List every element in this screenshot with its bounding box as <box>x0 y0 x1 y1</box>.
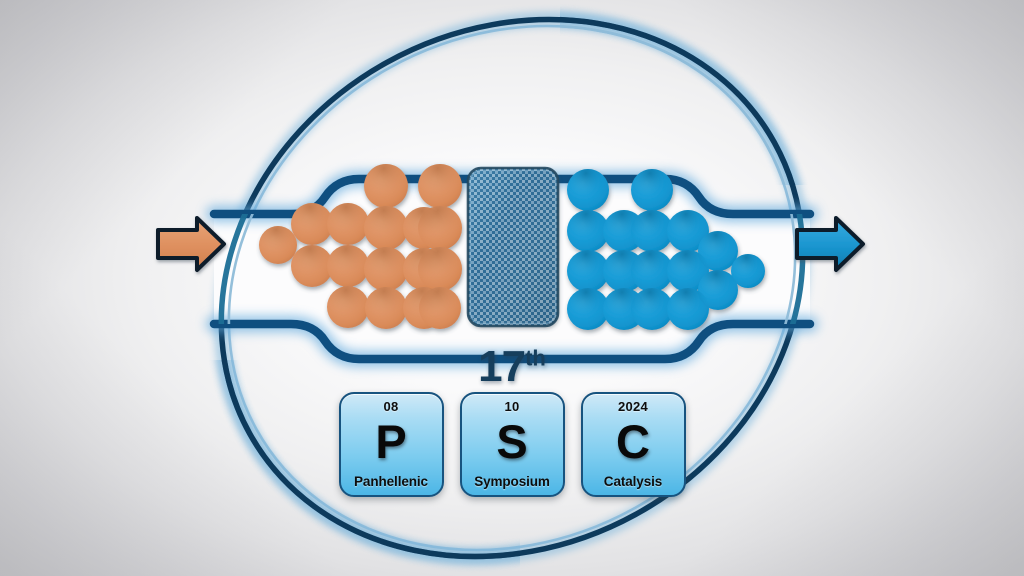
tile-name: Panhellenic <box>354 473 428 489</box>
tile-catalysis[interactable]: 2024 C Catalysis <box>580 392 686 497</box>
tile-symposium[interactable]: 10 S Symposium <box>459 392 565 497</box>
tile-symbol: P <box>375 415 407 469</box>
orbit-front-lower-left <box>215 360 520 562</box>
element-tiles-row: 08 P Panhellenic 10 S Symposium 2024 C C… <box>0 392 1024 512</box>
product-particle-group <box>567 169 765 330</box>
catalyst-membrane <box>466 166 560 328</box>
tile-panhellenic[interactable]: 08 P Panhellenic <box>338 392 444 497</box>
tile-name: Catalysis <box>603 473 663 489</box>
reactant-particle-group <box>259 164 462 329</box>
tile-number: 2024 <box>617 399 649 414</box>
reactor-bottom-wall <box>206 316 818 367</box>
ordinal-number: 17th <box>0 345 1024 389</box>
tile-number: 08 <box>383 399 399 414</box>
tile-symbol: C <box>616 415 650 469</box>
inlet-arrow <box>156 216 226 272</box>
outlet-arrow <box>795 216 865 272</box>
ordinal-digits: 17 <box>478 342 526 391</box>
tile-number: 10 <box>504 399 520 414</box>
orbit-front-upper-right <box>560 14 809 185</box>
ordinal-suffix: th <box>525 345 546 371</box>
tile-name: Symposium <box>474 473 550 489</box>
tile-symbol: S <box>496 415 528 469</box>
